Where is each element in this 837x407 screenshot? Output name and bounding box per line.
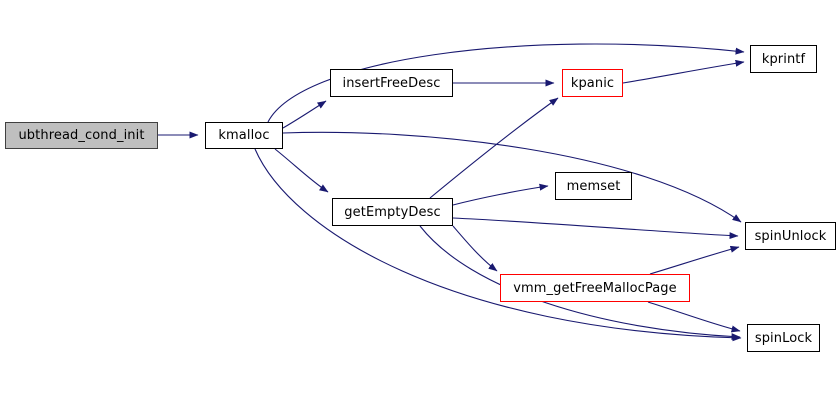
graph-node-vmm_getFreeMallocPage[interactable]: vmm_getFreeMallocPage: [500, 274, 690, 302]
graph-node-spinUnlock[interactable]: spinUnlock: [745, 222, 836, 250]
graph-node-label: kprintf: [761, 51, 806, 67]
graph-edge-getEmptyDesc-to-memset: [452, 183, 549, 206]
graph-edge-kpanic-to-kprintf: [622, 59, 745, 84]
graph-node-spinLock[interactable]: spinLock: [747, 324, 820, 352]
graph-edge-getEmptyDesc-to-kpanic: [429, 97, 559, 199]
graph-node-label: memset: [566, 178, 621, 194]
graph-edge-kmalloc-to-spinUnlock: [282, 131, 742, 223]
graph-edge-vmm_getFreeMallocPage-to-spinLock: [647, 301, 741, 333]
graph-node-label: insertFreeDesc: [342, 75, 441, 91]
graph-node-label: getEmptyDesc: [344, 204, 441, 220]
edge-layer: [158, 43, 745, 342]
graph-node-label: kmalloc: [218, 128, 270, 143]
graph-edge-getEmptyDesc-to-spinLock: [419, 225, 741, 341]
graph-edge-vmm_getFreeMallocPage-to-spinUnlock: [649, 245, 740, 275]
graph-node-label: spinUnlock: [754, 228, 827, 244]
graph-node-kprintf[interactable]: kprintf: [750, 45, 817, 73]
graph-edge-getEmptyDesc-to-vmm_getFreeMallocPage: [452, 225, 498, 272]
graph-node-ubthread_cond_init[interactable]: ubthread_cond_init: [5, 122, 158, 149]
graph-node-label: ubthread_cond_init: [18, 128, 145, 143]
graph-node-label: kpanic: [570, 75, 615, 91]
graph-node-getEmptyDesc[interactable]: getEmptyDesc: [332, 198, 453, 226]
graph-node-kmalloc[interactable]: kmalloc: [205, 122, 283, 149]
graph-node-kpanic[interactable]: kpanic: [562, 69, 623, 97]
graph-edge-getEmptyDesc-to-spinUnlock: [452, 217, 739, 240]
graph-node-label: vmm_getFreeMallocPage: [513, 280, 677, 296]
graph-edge-kmalloc-to-kprintf: [267, 43, 745, 123]
graph-edge-kmalloc-to-spinLock: [254, 148, 742, 342]
graph-node-memset[interactable]: memset: [555, 172, 632, 200]
graph-node-insertFreeDesc[interactable]: insertFreeDesc: [330, 69, 453, 97]
graph-edge-kmalloc-to-insertFreeDesc: [282, 100, 327, 129]
graph-edge-kmalloc-to-getEmptyDesc: [274, 148, 329, 193]
graph-node-label: spinLock: [754, 330, 813, 346]
